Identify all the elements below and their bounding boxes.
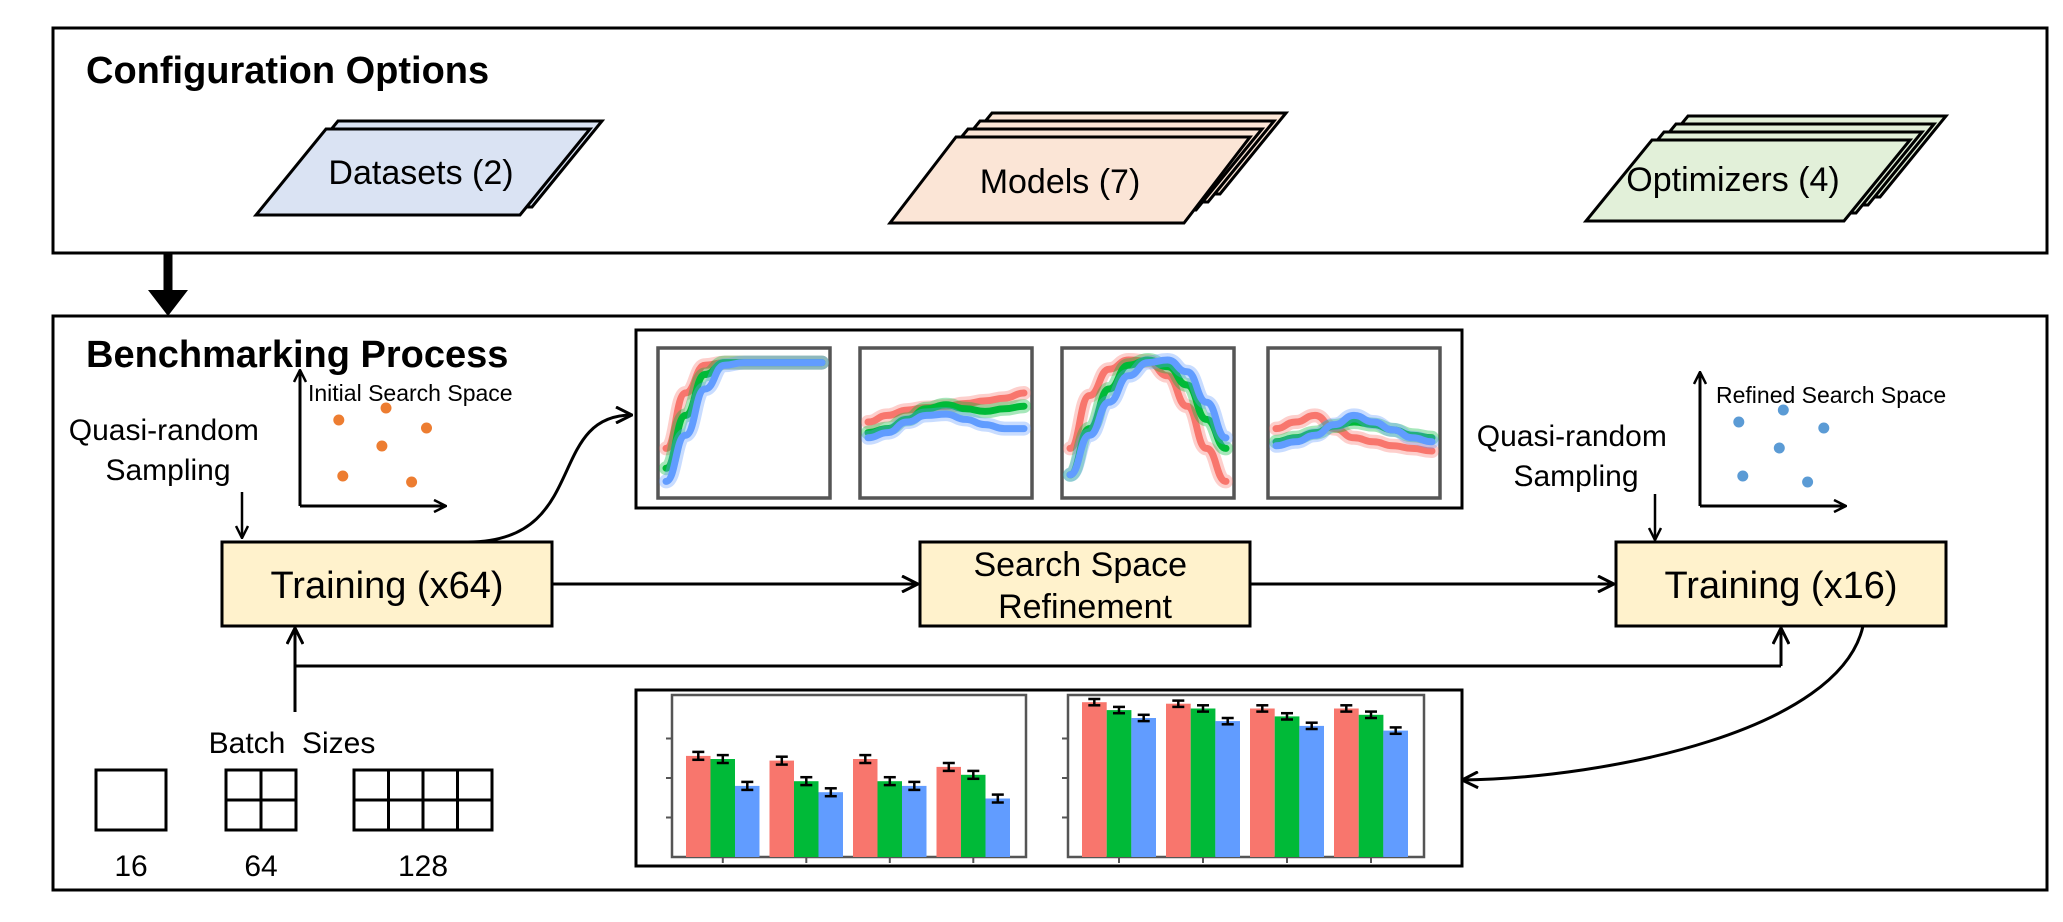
batch-size-16-label: 16 <box>114 850 147 883</box>
initial-search-space-plot: Initial Search Space <box>300 370 513 506</box>
learning-curve-panel <box>858 346 1034 500</box>
datasets-stack: Datasets (2) <box>252 119 606 217</box>
batch-size-16: 16 <box>94 768 168 883</box>
batch-size-128: 128 <box>352 768 494 883</box>
bar-blue <box>1131 718 1156 857</box>
bar-green <box>794 781 819 857</box>
bar-green <box>1190 708 1216 857</box>
bar-green <box>1274 716 1300 857</box>
bar-red <box>936 766 961 857</box>
bar-red <box>1082 702 1107 857</box>
learning-curve-panels <box>656 346 1442 500</box>
batch-sizes-title: Batch Sizes <box>209 727 376 760</box>
bar-red <box>1250 708 1275 857</box>
batch-size-64-label: 64 <box>244 850 277 883</box>
bar-green <box>961 774 986 857</box>
bar-blue <box>735 785 760 857</box>
refinement-box: Search Space Refinement <box>918 540 1252 628</box>
models-label: Models (7) <box>980 163 1141 201</box>
sampling-label-left: Quasi-random Sampling <box>69 414 267 487</box>
bar-red <box>686 755 711 857</box>
learning-curve-line <box>1066 356 1230 479</box>
learning-curve-line <box>1272 411 1436 455</box>
initial-search-point <box>406 476 418 488</box>
refined-search-point <box>1733 416 1745 428</box>
initial-search-point <box>421 422 432 434</box>
refined-search-space-plot: Refined Search Space <box>1700 372 1946 506</box>
batch-size-64: 64 <box>224 768 298 883</box>
bar-blue <box>818 792 843 857</box>
refined-search-point <box>1802 476 1814 488</box>
initial-search-point <box>337 470 349 482</box>
bar-blue <box>1215 721 1240 857</box>
bar-red <box>1166 703 1191 857</box>
process-title: Benchmarking Process <box>86 334 508 376</box>
bar-blue <box>985 798 1010 857</box>
refinement-label: Search Space Refinement <box>973 546 1196 626</box>
refined-points-layer <box>1733 404 1830 488</box>
batch-size-128-label: 128 <box>398 850 448 883</box>
arrow-training-to-bars <box>1462 625 1865 780</box>
bar-red <box>769 760 794 857</box>
initial-points-layer <box>333 402 432 488</box>
refined-search-point <box>1818 422 1830 434</box>
bar-green <box>1358 714 1384 857</box>
initial-search-point <box>380 402 392 414</box>
learning-curve-line <box>662 359 826 485</box>
optimizers-label: Optimizers (4) <box>1626 161 1839 199</box>
optimizers-stack: Optimizers (4) <box>1582 114 1950 223</box>
bar-blue <box>902 785 927 857</box>
initial-search-point <box>333 414 345 426</box>
training-final-label: Training (x16) <box>1664 565 1897 607</box>
bar-blue <box>1383 730 1408 857</box>
training-initial-box: Training (x64) <box>220 540 554 628</box>
bar-red <box>853 759 878 857</box>
refined-search-point <box>1777 404 1789 416</box>
models-stack: Models (7) <box>886 111 1290 225</box>
initial-search-point <box>376 440 388 452</box>
config-to-process-arrow <box>148 253 188 316</box>
config-title: Configuration Options <box>86 50 489 92</box>
bar-green <box>1106 710 1132 857</box>
refined-search-space-label: Refined Search Space <box>1716 382 1946 408</box>
learning-curve-panel <box>1060 346 1236 500</box>
bar-blue <box>1299 725 1324 857</box>
sampling-label-right: Quasi-random Sampling <box>1477 420 1675 493</box>
refined-search-point <box>1737 470 1749 482</box>
bar-chart-panels <box>666 693 1426 863</box>
training-final-box: Training (x16) <box>1614 540 1948 628</box>
initial-search-space-label: Initial Search Space <box>308 380 513 406</box>
bar-red <box>1334 708 1359 857</box>
bar-green <box>877 781 902 857</box>
arrow-training-to-curves <box>467 415 632 544</box>
learning-curve-line <box>864 410 1028 442</box>
learning-curve-panel <box>656 346 832 500</box>
training-initial-label: Training (x64) <box>270 565 503 607</box>
refined-search-point <box>1773 442 1785 454</box>
datasets-label: Datasets (2) <box>328 154 513 192</box>
learning-curve-line <box>1272 411 1436 450</box>
bar-green <box>710 759 735 857</box>
